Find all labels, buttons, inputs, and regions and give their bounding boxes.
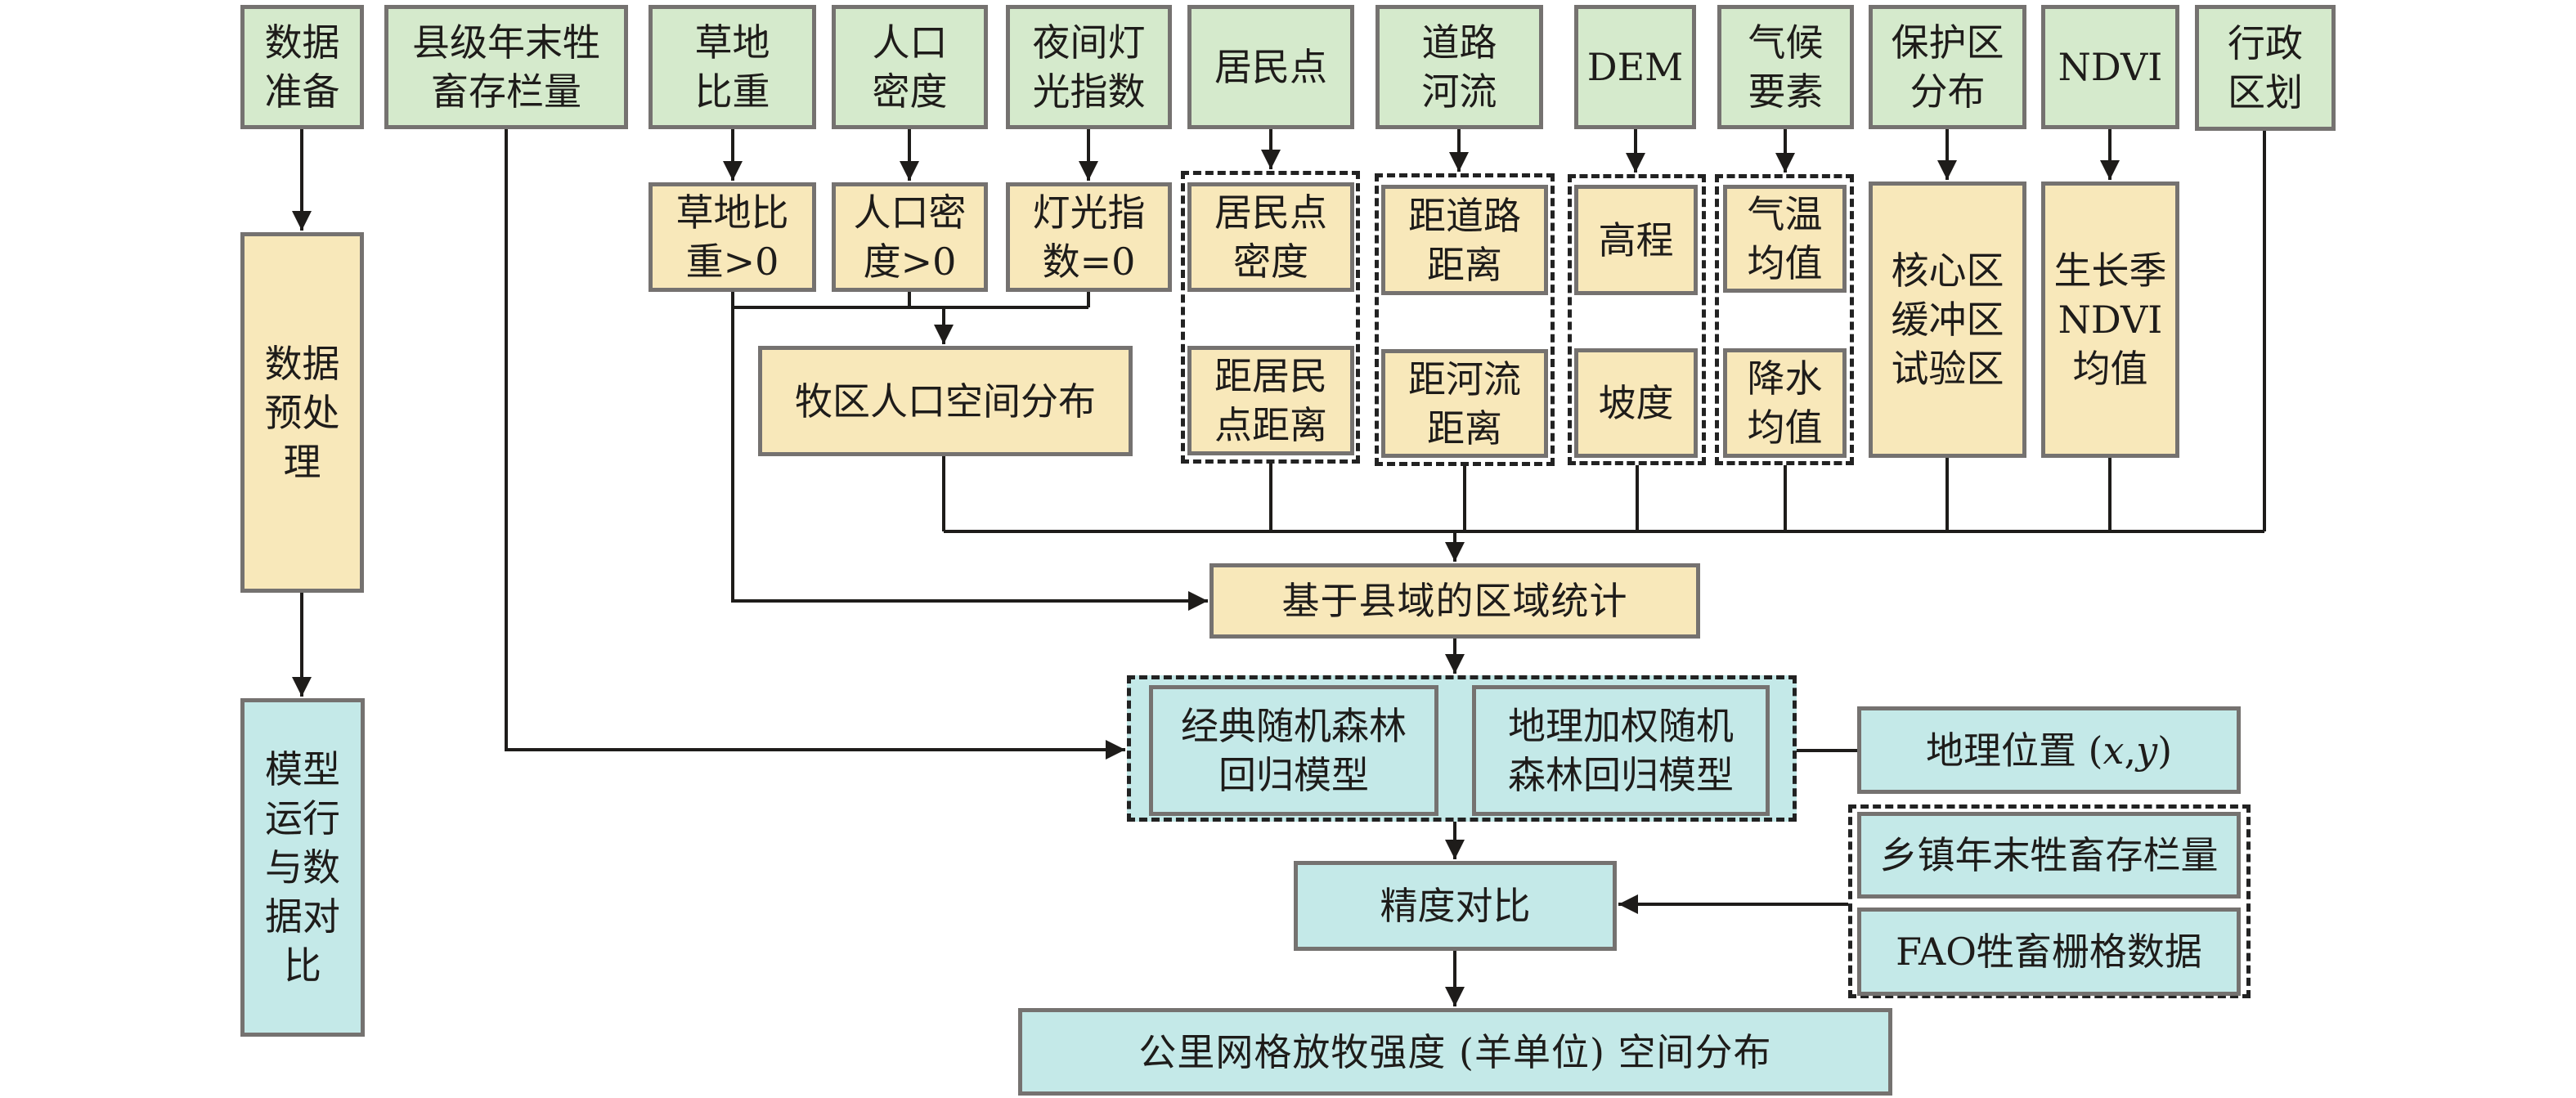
- stage-model-run[interactable]: 模型运行与数据对比: [240, 698, 365, 1037]
- elevation[interactable]: 高程: [1574, 185, 1698, 295]
- filter-light-eq0[interactable]: 灯光指 数=0: [1006, 182, 1172, 292]
- growing-season-ndvi[interactable]: 生长季 NDVI 均值: [2041, 182, 2179, 458]
- climate-group: [1715, 174, 1854, 465]
- pastoral-population-distribution[interactable]: 牧区人口空间分布: [758, 346, 1133, 456]
- reserve-zones[interactable]: 核心区 缓冲区 试验区: [1869, 182, 2026, 458]
- input-roads-rivers[interactable]: 道路 河流: [1376, 5, 1543, 129]
- stage-data-preparation[interactable]: 数据 准备: [240, 5, 364, 129]
- input-county-livestock[interactable]: 县级年末牲 畜存栏量: [384, 5, 628, 129]
- geo-weighted-random-forest[interactable]: 地理加权随机 森林回归模型: [1472, 685, 1770, 816]
- temperature-mean[interactable]: 气温 均值: [1723, 185, 1847, 293]
- input-grassland-ratio[interactable]: 草地 比重: [648, 5, 816, 129]
- input-climate[interactable]: 气候 要素: [1717, 5, 1854, 129]
- input-protected-areas[interactable]: 保护区 分布: [1869, 5, 2026, 129]
- input-night-light[interactable]: 夜间灯 光指数: [1006, 5, 1172, 129]
- fao-livestock-grid[interactable]: FAO牲畜栅格数据: [1857, 908, 2241, 996]
- geo-location[interactable]: 地理位置 (x,y): [1857, 706, 2241, 794]
- output-grazing-intensity[interactable]: 公里网格放牧强度 (羊单位) 空间分布: [1018, 1008, 1892, 1096]
- geo-location-label: 地理位置 (x,y): [1925, 728, 2173, 773]
- input-settlements[interactable]: 居民点: [1187, 5, 1354, 129]
- settlement-density[interactable]: 居民点 密度: [1187, 182, 1354, 292]
- input-admin-divisions[interactable]: 行政 区划: [2195, 5, 2336, 131]
- filter-popdensity-gt0[interactable]: 人口密 度>0: [832, 182, 988, 292]
- precipitation-mean[interactable]: 降水 均值: [1723, 348, 1847, 458]
- input-population-density[interactable]: 人口 密度: [832, 5, 988, 129]
- settlement-group: [1181, 171, 1360, 464]
- accuracy-comparison[interactable]: 精度对比: [1294, 861, 1617, 951]
- stage-data-preprocessing[interactable]: 数据预处理: [240, 232, 364, 593]
- distance-to-settlement[interactable]: 距居民 点距离: [1187, 346, 1354, 455]
- classic-random-forest[interactable]: 经典随机森林 回归模型: [1149, 685, 1438, 816]
- stage-data-preprocessing-label: 数据预处理: [264, 341, 340, 484]
- road-river-group: [1375, 173, 1555, 466]
- input-dem[interactable]: DEM: [1574, 5, 1696, 129]
- distance-to-river[interactable]: 距河流 距离: [1381, 349, 1548, 458]
- stage-model-run-label: 模型运行与数据对比: [265, 747, 340, 988]
- filter-grassland-gt0[interactable]: 草地比 重>0: [648, 182, 816, 292]
- slope[interactable]: 坡度: [1574, 348, 1698, 458]
- validation-data-group: [1848, 804, 2251, 998]
- county-zonal-statistics[interactable]: 基于县域的区域统计: [1209, 563, 1700, 639]
- township-livestock[interactable]: 乡镇年末牲畜存栏量: [1857, 812, 2241, 899]
- input-ndvi[interactable]: NDVI: [2041, 5, 2179, 129]
- arrow-grass-to-zonal: [731, 307, 1208, 611]
- arrow-county-to-models: [505, 129, 1125, 760]
- distance-to-road[interactable]: 距道路 距离: [1381, 185, 1548, 295]
- dem-group: [1568, 174, 1706, 465]
